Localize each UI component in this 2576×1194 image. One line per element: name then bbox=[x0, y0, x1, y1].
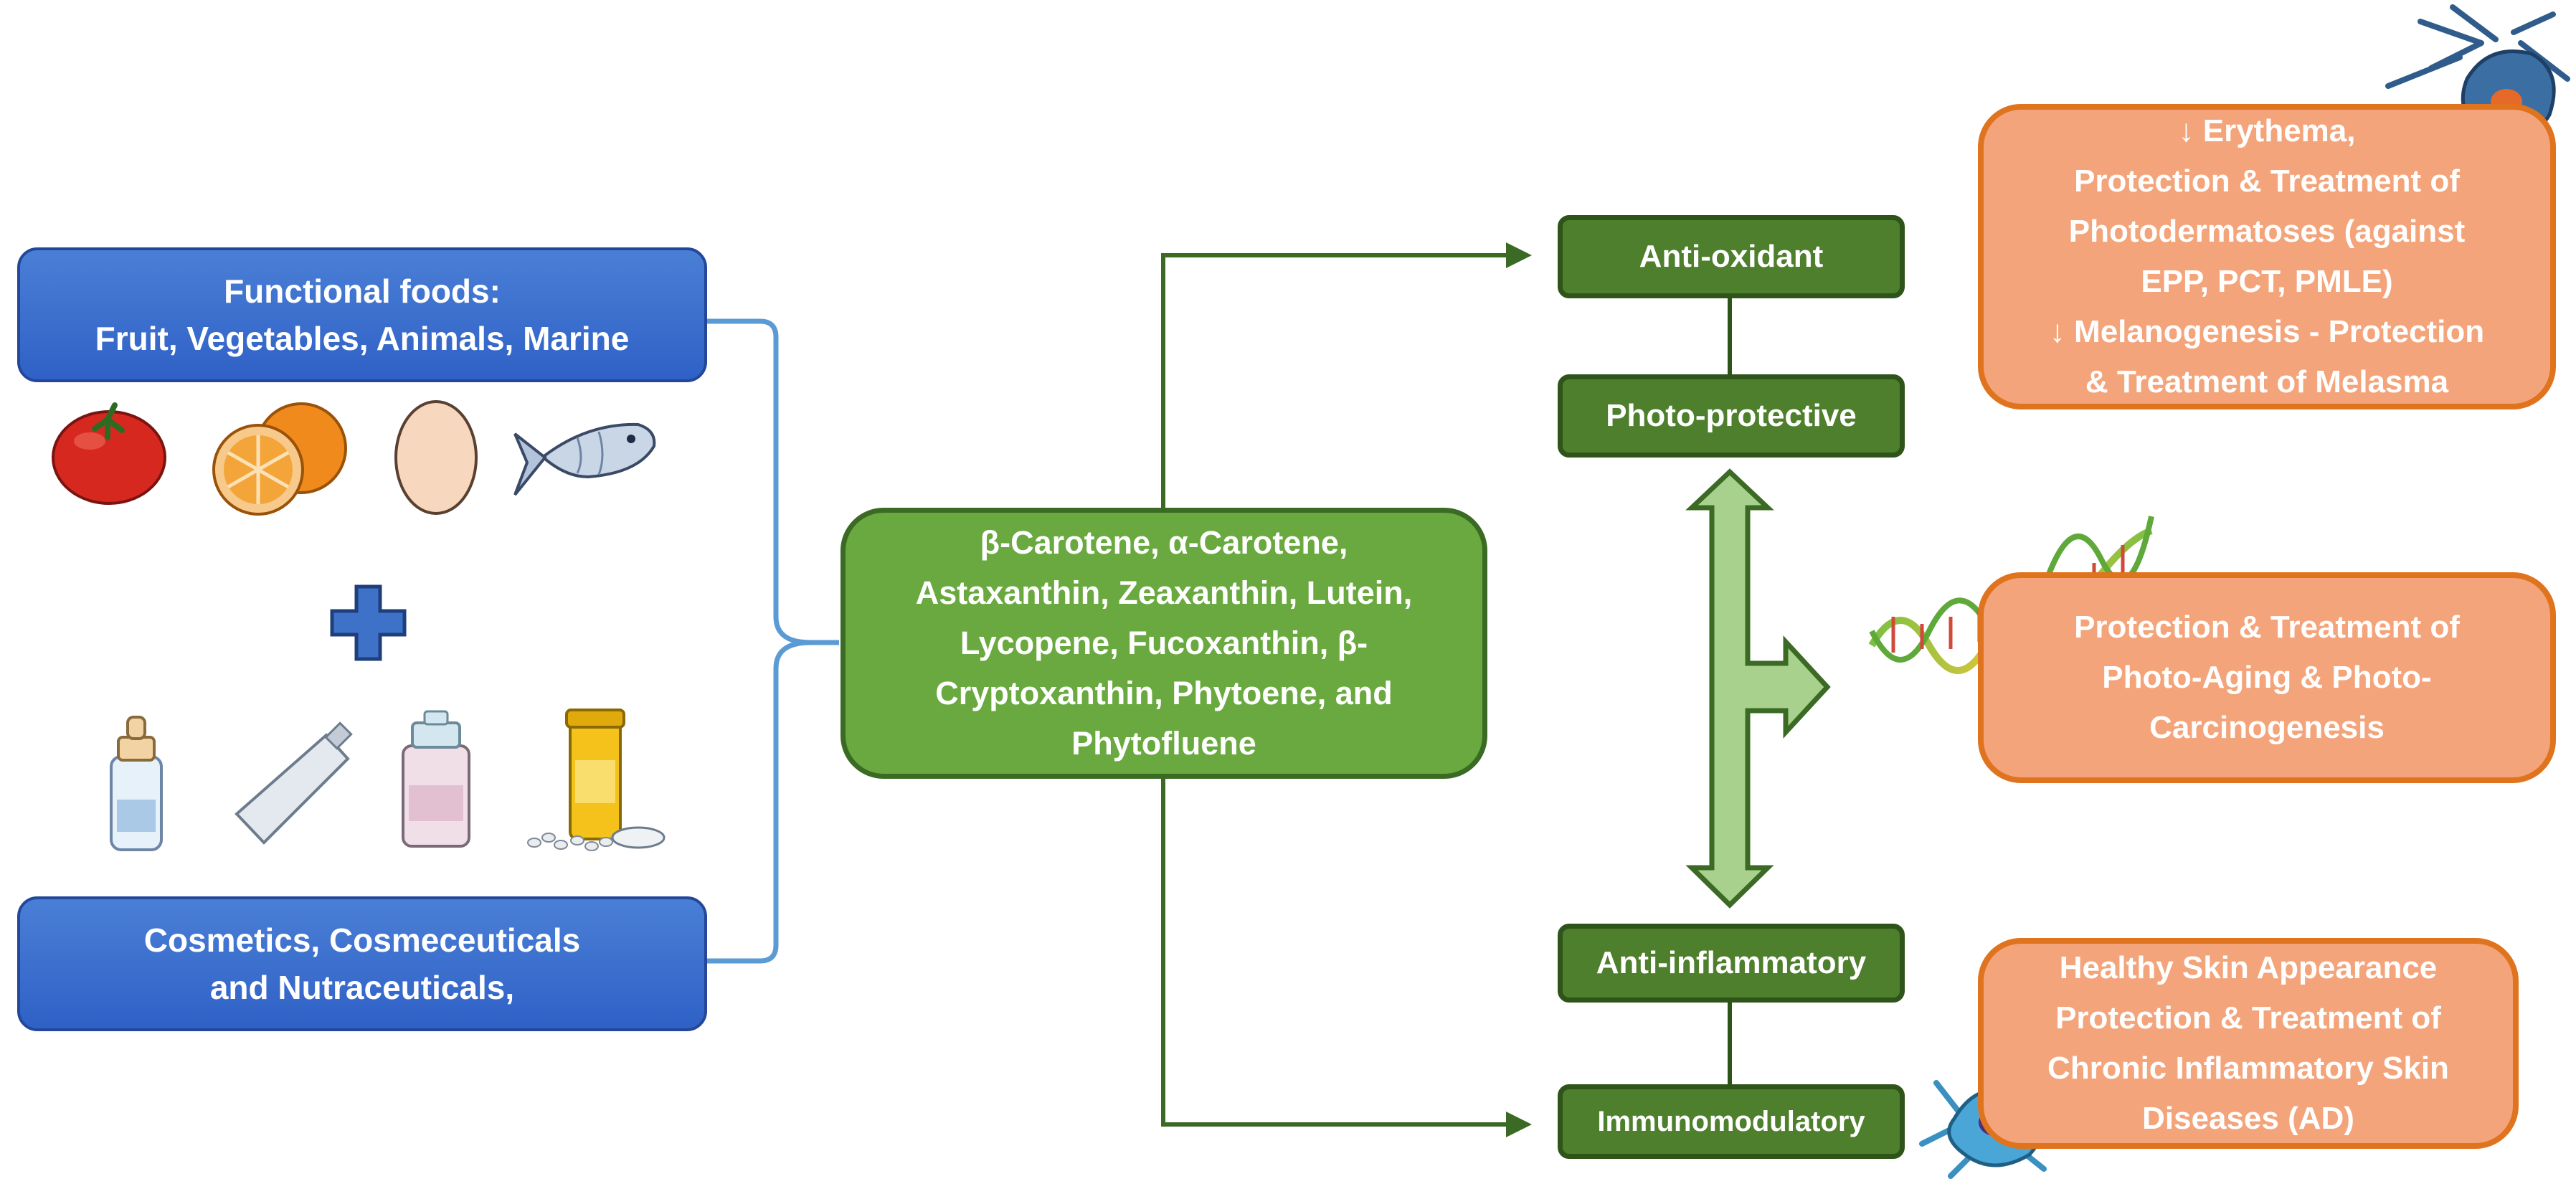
functional-foods-line-2: Fruit, Vegetables, Animals, Marine bbox=[95, 320, 630, 357]
erythema-outcome-box: ↓ Erythema, Protection & Treatment of Ph… bbox=[1978, 104, 2556, 409]
cream-tube-icon bbox=[235, 721, 353, 845]
photoprotective-label: Photo-protective bbox=[1606, 398, 1857, 433]
immunomodulatory-box: Immunomodulatory bbox=[1558, 1084, 1905, 1159]
egg-icon bbox=[394, 400, 478, 515]
functional-foods-line-1: Functional foods: bbox=[224, 273, 501, 310]
photoaging-line-2: Photo-Aging & Photo- bbox=[2102, 660, 2432, 695]
healthy-skin-line-3: Chronic Inflammatory Skin bbox=[2047, 1051, 2449, 1086]
carotenoids-line-4: Cryptoxanthin, Phytoene, and bbox=[935, 675, 1393, 711]
healthy-skin-outcome-box: Healthy Skin Appearance Protection & Tre… bbox=[1978, 938, 2519, 1149]
erythema-line-5: ↓ Melanogenesis - Protection bbox=[2049, 314, 2485, 349]
antioxidant-box: Anti-oxidant bbox=[1558, 215, 1905, 298]
healthy-skin-line-4: Diseases (AD) bbox=[2142, 1101, 2354, 1136]
plus-icon bbox=[330, 584, 407, 661]
healthy-skin-line-1: Healthy Skin Appearance bbox=[2059, 950, 2438, 985]
effects-t-arrow bbox=[1685, 468, 1831, 909]
immunomodulatory-label: Immunomodulatory bbox=[1597, 1105, 1865, 1137]
erythema-line-6: & Treatment of Melasma bbox=[2085, 364, 2449, 399]
cosmetics-line-2: and Nutraceuticals, bbox=[209, 969, 515, 1006]
carotenoids-line-2: Astaxanthin, Zeaxanthin, Lutein, bbox=[915, 574, 1413, 611]
erythema-line-1: ↓ Erythema, bbox=[2178, 113, 2356, 148]
fish-icon bbox=[513, 422, 656, 496]
photoaging-line-3: Carcinogenesis bbox=[2149, 710, 2385, 745]
tomato-icon bbox=[52, 402, 166, 505]
carotenoids-line-5: Phytofluene bbox=[1071, 725, 1256, 762]
erythema-line-3: Photodermatoses (against bbox=[2068, 214, 2466, 249]
connector-immunomodulatory bbox=[1161, 778, 1532, 1137]
erythema-line-4: EPP, PCT, PMLE) bbox=[2141, 264, 2393, 299]
connector-antioxidant bbox=[1161, 242, 1532, 509]
cosmetics-line-1: Cosmetics, Cosmeceuticals bbox=[143, 921, 581, 959]
carotenoids-box: β-Carotene, α-Carotene, Astaxanthin, Zea… bbox=[840, 508, 1487, 779]
erythema-line-2: Protection & Treatment of bbox=[2074, 164, 2460, 199]
carotenoids-line-3: Lycopene, Fucoxanthin, β- bbox=[960, 625, 1368, 661]
dropper-bottle-icon bbox=[110, 716, 163, 851]
photoaging-outcome-box: Protection & Treatment of Photo-Aging & … bbox=[1978, 572, 2556, 783]
antiinflammatory-label: Anti-inflammatory bbox=[1596, 945, 1867, 980]
carotenoids-line-1: β-Carotene, α-Carotene, bbox=[980, 524, 1348, 561]
photoprotective-box: Photo-protective bbox=[1558, 374, 1905, 458]
photoaging-line-1: Protection & Treatment of bbox=[2074, 610, 2460, 645]
cosmetics-box: Cosmetics, Cosmeceuticals and Nutraceuti… bbox=[17, 896, 707, 1031]
functional-foods-box: Functional foods: Fruit, Vegetables, Ani… bbox=[17, 247, 707, 382]
pill-bottle-icon bbox=[527, 709, 666, 851]
antiinflammatory-box: Anti-inflammatory bbox=[1558, 924, 1905, 1003]
source-bracket bbox=[706, 318, 839, 964]
orange-icon bbox=[212, 402, 347, 516]
healthy-skin-line-2: Protection & Treatment of bbox=[2055, 1000, 2441, 1036]
antioxidant-label: Anti-oxidant bbox=[1639, 239, 1824, 274]
pump-bottle-icon bbox=[402, 710, 470, 848]
